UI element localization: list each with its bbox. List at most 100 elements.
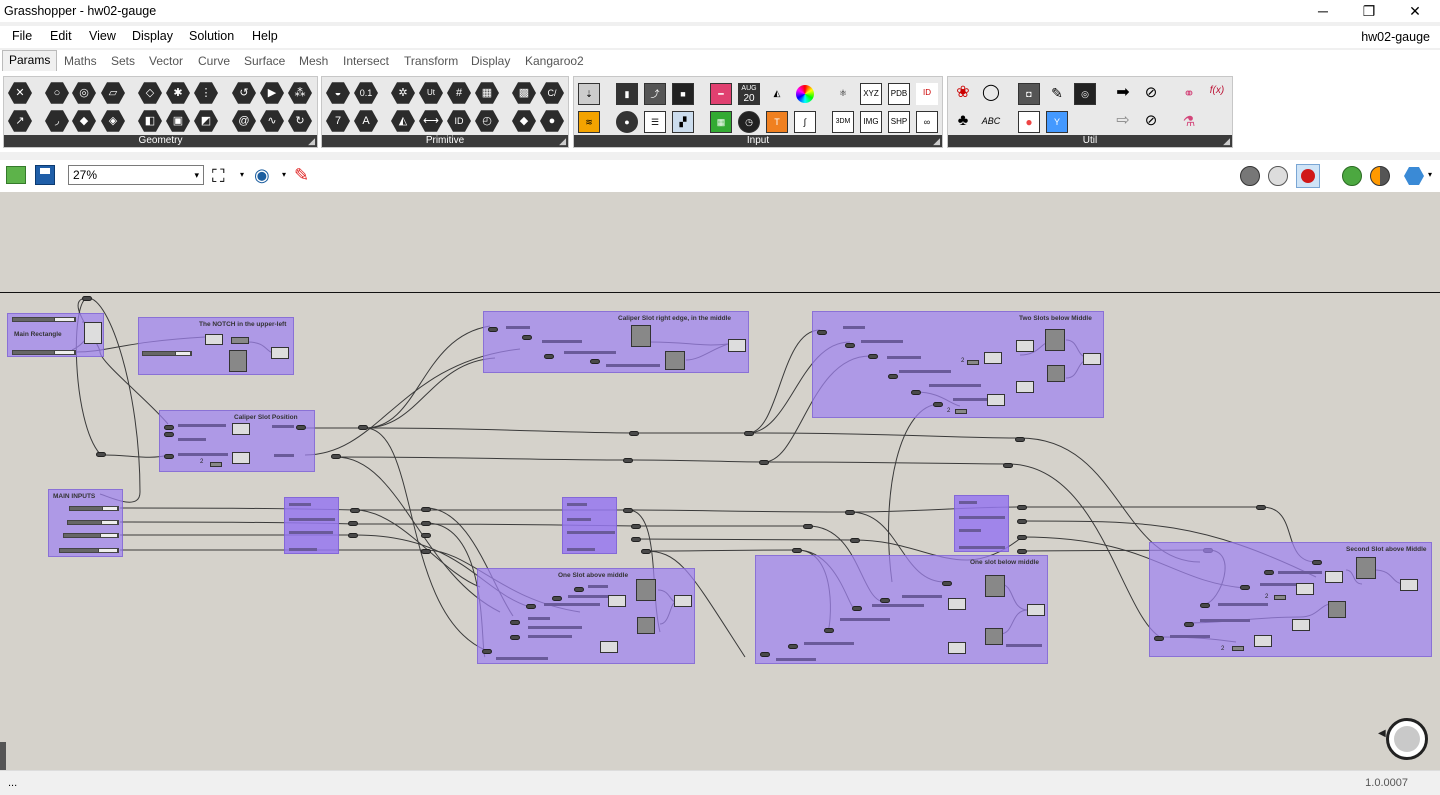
tab-vector[interactable]: Vector [149, 54, 184, 68]
xyz-icon[interactable]: XYZ [860, 83, 882, 105]
gradient-icon[interactable]: ▞ [672, 111, 694, 133]
component-node[interactable] [987, 394, 1005, 406]
relay-node[interactable] [590, 359, 600, 364]
relay-node[interactable] [1003, 463, 1013, 468]
relay-node[interactable] [96, 452, 106, 457]
id-tag-icon[interactable]: ID [916, 83, 938, 105]
record-icon[interactable]: ● [1018, 111, 1040, 133]
geometry-cache-icon[interactable]: ↺ [232, 82, 256, 104]
save-file-icon[interactable] [35, 165, 55, 185]
component-node[interactable] [1016, 381, 1034, 393]
control-knob-icon[interactable]: T [766, 111, 788, 133]
relay-node[interactable] [824, 628, 834, 633]
tape-icon[interactable]: ∞ [916, 111, 938, 133]
relay-node[interactable] [744, 431, 754, 436]
group-main-rectangle[interactable]: Main Rectangle [7, 313, 104, 357]
relay-node[interactable] [852, 606, 862, 611]
number-slider[interactable] [67, 520, 119, 525]
group-one-above[interactable]: One Slot above middle [477, 568, 695, 664]
relay-node[interactable] [1312, 560, 1322, 565]
component-node[interactable] [948, 598, 966, 610]
component-node[interactable] [1356, 557, 1376, 579]
relay-node[interactable] [942, 581, 952, 586]
tab-curve[interactable]: Curve [198, 54, 231, 68]
menu-file[interactable]: File [12, 29, 33, 43]
relay-node[interactable] [526, 604, 536, 609]
relay-node[interactable] [421, 507, 431, 512]
grasshopper-canvas[interactable]: Main Rectangle The NOTCH in the upper-le… [0, 192, 1440, 770]
group-caliper-position[interactable]: Caliper Slot Position 2 [159, 410, 315, 472]
tab-kangaroo2[interactable]: Kangaroo2 [525, 54, 584, 68]
sketch-pen-icon[interactable]: ✎ [294, 165, 310, 185]
relay-node[interactable] [1200, 603, 1210, 608]
chevron-down-icon[interactable]: ▾ [1428, 170, 1433, 179]
navigation-compass-icon[interactable] [1386, 718, 1428, 760]
point-param-icon[interactable]: ◈ [101, 110, 125, 132]
mesh-param-icon[interactable]: ◞ [45, 110, 69, 132]
relay-node[interactable] [348, 533, 358, 538]
pdb-icon[interactable]: PDB [888, 83, 910, 105]
relay-node[interactable] [510, 635, 520, 640]
component-node[interactable] [600, 641, 618, 653]
menu-display[interactable]: Display [132, 29, 173, 43]
restore-button[interactable]: ❐ [1362, 3, 1376, 19]
matrix-param-icon[interactable]: ▩ [512, 82, 536, 104]
slider-icon[interactable]: ━ [710, 83, 732, 105]
number-slider[interactable] [69, 506, 119, 511]
expand-icon[interactable]: ◢ [308, 136, 315, 146]
number-input[interactable] [210, 462, 222, 467]
shp-icon[interactable]: SHP [888, 111, 910, 133]
zoom-extents-icon[interactable]: ⛶ [212, 166, 225, 186]
relay-node[interactable] [522, 335, 532, 340]
component-node[interactable] [205, 334, 223, 345]
component-node[interactable] [674, 595, 692, 607]
knob-icon[interactable]: ● [616, 111, 638, 133]
component-node[interactable] [232, 423, 250, 435]
interval-param-icon[interactable]: ⟷ [419, 110, 443, 132]
culture-param-icon[interactable]: Ut [419, 82, 443, 104]
group-second-above[interactable]: Second Slot above Middle 2 2 [1149, 542, 1432, 657]
relay-node[interactable] [164, 454, 174, 459]
data-input-icon[interactable]: ⇣ [578, 83, 600, 105]
integer-param-icon[interactable]: 7 [326, 110, 350, 132]
component-node[interactable] [728, 339, 746, 352]
colour-wheel-icon[interactable] [794, 83, 816, 105]
atom-icon[interactable]: ⚛ [838, 88, 848, 98]
relay-node[interactable] [510, 620, 520, 625]
component-node[interactable] [948, 642, 966, 654]
tab-sets[interactable]: Sets [111, 54, 136, 68]
tab-transform[interactable]: Transform [404, 54, 459, 68]
relay-node[interactable] [788, 644, 798, 649]
relay-node[interactable] [82, 296, 92, 301]
pencil-icon[interactable]: ✎ [1051, 85, 1063, 101]
box-geo-icon[interactable]: ◇ [138, 82, 162, 104]
relay-node[interactable] [631, 524, 641, 529]
number-input[interactable] [1274, 595, 1286, 600]
mesh-settings-icon[interactable] [1404, 167, 1424, 185]
galapagos-icon[interactable]: ◎ [1074, 83, 1096, 105]
menu-edit[interactable]: Edit [50, 29, 72, 43]
geometry-pipeline-icon[interactable]: ▶ [260, 82, 284, 104]
number-input[interactable] [1232, 646, 1244, 651]
relay-node[interactable] [331, 454, 341, 459]
complex-param-icon[interactable]: ✲ [391, 82, 415, 104]
graph-mapper-icon[interactable]: ∫ [794, 111, 816, 133]
component-node[interactable] [984, 352, 1002, 364]
relay-node[interactable] [880, 598, 890, 603]
box-param-icon[interactable]: ✕ [8, 82, 32, 104]
close-button[interactable]: ✕ [1409, 3, 1421, 19]
data-panel[interactable] [562, 497, 617, 554]
expression-icon[interactable]: f(x) [1209, 85, 1225, 96]
relay-node[interactable] [1015, 437, 1025, 442]
relay-node[interactable] [421, 549, 431, 554]
component-node[interactable] [232, 452, 250, 464]
relay-node[interactable] [888, 374, 898, 379]
relay-node[interactable] [845, 510, 855, 515]
chevron-down-icon[interactable]: ▾ [240, 170, 245, 179]
open-file-icon[interactable] [6, 166, 26, 184]
component-node[interactable] [637, 617, 655, 634]
relay-node[interactable] [1017, 535, 1027, 540]
group-notch[interactable]: The NOTCH in the upper-left [138, 317, 294, 375]
relay-node[interactable] [1256, 505, 1266, 510]
relay-node[interactable] [1017, 549, 1027, 554]
